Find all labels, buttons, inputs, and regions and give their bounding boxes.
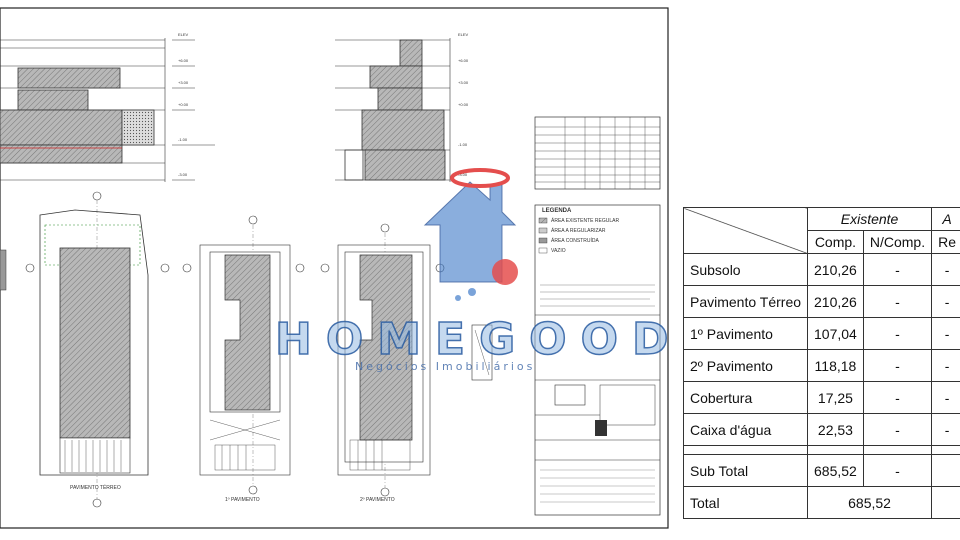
legend-item-vazio: VAZIO: [551, 248, 566, 254]
row-label: Subsolo: [682, 253, 809, 286]
row-label: 1º Pavimento: [682, 317, 809, 350]
legend-box: [534, 204, 661, 516]
row-next: -: [931, 413, 960, 446]
watermark: HOMEGOODS Negócios Imobiliários: [274, 317, 715, 378]
svg-text:+0.00: +0.00: [458, 102, 469, 107]
elevation-left: ELEV +6.00 +3.00 +0.00 -1.00 -3.00: [0, 32, 215, 182]
svg-text:-3.00: -3.00: [178, 172, 188, 177]
plan-caption-2-pavimento: 2º PAVIMENTO: [360, 497, 395, 503]
svg-text:+6.00: +6.00: [458, 58, 469, 63]
header-next-group: A: [931, 207, 960, 231]
row-ncomp: -: [862, 349, 933, 382]
plan-caption-1-pavimento: 1º PAVIMENTO: [225, 497, 260, 503]
row-next: -: [931, 317, 960, 350]
row-label: Caixa d'água: [682, 413, 809, 446]
row-ncomp: -: [862, 381, 933, 414]
floor-plan-drawing: ELEV +6.00 +3.00 +0.00 -1.00 -3.00: [0, 7, 669, 529]
row-label: 2º Pavimento: [682, 349, 809, 382]
total-label: Total: [682, 486, 809, 519]
blueprint-sheet: ELEV +6.00 +3.00 +0.00 -1.00 -3.00: [0, 7, 669, 529]
mini-area-grid: [534, 116, 661, 190]
svg-text:+0.00: +0.00: [178, 102, 189, 107]
subtotal-row: Sub Total 685,52 -: [682, 454, 960, 487]
legend-item-construida: ÁREA CONSTRUÍDA: [551, 238, 599, 244]
table-row: 1º Pavimento 107,04 - -: [682, 317, 960, 350]
row-label: Cobertura: [682, 381, 809, 414]
row-ncomp: -: [862, 317, 933, 350]
elevation-right: ELEV +6.00 +3.00 +0.00 -1.00 -3.00: [335, 32, 469, 182]
legend-item-regularizar: ÁREA A REGULARIZAR: [551, 228, 606, 234]
header-existente: Existente: [807, 207, 933, 231]
svg-text:ELEV: ELEV: [458, 32, 469, 37]
row-comp: 118,18: [807, 349, 864, 382]
header-comp: Comp.: [807, 230, 864, 254]
legend-item-existente: ÁREA EXISTENTE REGULAR: [551, 218, 620, 224]
header-ncomp: N/Comp.: [862, 230, 933, 254]
area-table: Existente A Comp. N/Comp. Re Subsolo 210…: [682, 207, 960, 519]
table-row: Pavimento Térreo 210,26 - -: [682, 285, 960, 318]
table-row: 2º Pavimento 118,18 - -: [682, 349, 960, 382]
plan-2-pavimento: [320, 223, 493, 497]
watermark-tagline: Negócios Imobiliários: [355, 360, 536, 373]
row-next: -: [931, 381, 960, 414]
header-next: Re: [931, 230, 960, 254]
plan-caption-terreo: PAVIMENTO TÉRREO: [70, 485, 121, 491]
plan-1-pavimento: [182, 215, 305, 495]
total-next: [931, 486, 960, 519]
subtotal-ncomp: -: [862, 454, 933, 487]
svg-text:-1.00: -1.00: [458, 142, 468, 147]
row-next: -: [931, 285, 960, 318]
subtotal-comp: 685,52: [807, 454, 864, 487]
table-row: Cobertura 17,25 - -: [682, 381, 960, 414]
area-table-corner: [682, 207, 809, 254]
row-comp: 22,53: [807, 413, 864, 446]
total-value: 685,52: [807, 486, 933, 519]
svg-text:ELEV: ELEV: [178, 32, 189, 37]
row-comp: 210,26: [807, 253, 864, 286]
subtotal-label: Sub Total: [682, 454, 809, 487]
subtotal-next: [931, 454, 960, 487]
row-next: -: [931, 349, 960, 382]
row-comp: 107,04: [807, 317, 864, 350]
svg-text:-3.00: -3.00: [458, 172, 468, 177]
row-ncomp: -: [862, 253, 933, 286]
row-ncomp: -: [862, 285, 933, 318]
area-table-group-header: Existente A: [682, 207, 960, 254]
row-ncomp: -: [862, 413, 933, 446]
row-next: -: [931, 253, 960, 286]
svg-text:+6.00: +6.00: [178, 58, 189, 63]
table-spacer: [682, 445, 960, 455]
row-label: Pavimento Térreo: [682, 285, 809, 318]
svg-text:-1.00: -1.00: [178, 137, 188, 142]
watermark-brand: HOMEGOODS: [274, 314, 729, 365]
table-row: Subsolo 210,26 - -: [682, 253, 960, 286]
table-row: Caixa d'água 22,53 - -: [682, 413, 960, 446]
svg-text:+3.00: +3.00: [458, 80, 469, 85]
row-comp: 17,25: [807, 381, 864, 414]
svg-text:+3.00: +3.00: [178, 80, 189, 85]
legend-title: LEGENDA: [542, 208, 572, 214]
row-comp: 210,26: [807, 285, 864, 318]
watermark-house-logo: [423, 168, 518, 301]
plan-terreo: [0, 191, 170, 508]
total-row: Total 685,52: [682, 486, 960, 519]
